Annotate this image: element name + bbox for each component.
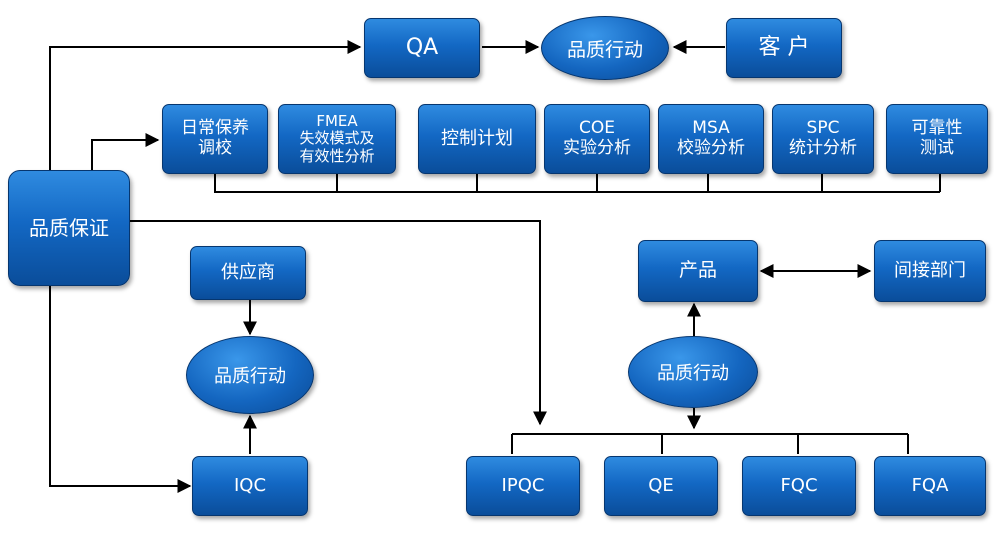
control-plan-box: 控制计划 [418,104,536,174]
fmea-line1: FMEA [316,112,358,131]
daily-maintenance-line2: 调校 [198,138,232,158]
reliability-box: 可靠性 测试 [886,104,988,174]
daily-maintenance-line1: 日常保养 [181,118,249,139]
customer-label: 客 户 [758,35,810,61]
qe-label: QE [648,474,674,496]
msa-line2: 校验分析 [677,138,745,158]
spc-line1: SPC [806,118,840,139]
arrow-qa-to-iqc [49,286,192,493]
quality-action-top-label: 品质行动 [566,38,643,61]
indirect-dept-label: 间接部门 [894,259,966,281]
fmea-line2: 失效模式及 [299,129,375,148]
coe-line1: COE [579,118,615,139]
fmea-box: FMEA 失效模式及 有效性分析 [278,104,396,174]
quality-action-left-ellipse: 品质行动 [186,336,314,414]
quality-action-right-label: 品质行动 [657,363,729,384]
ipqc-label: IPQC [501,474,545,496]
coe-box: COE 实验分析 [544,104,650,174]
fqc-box: FQC [742,456,856,516]
quality-action-left-label: 品质行动 [214,366,286,387]
qa-label: QA [405,35,439,61]
ipqc-box: IPQC [466,456,580,516]
arrow-qa-to-maintenance [91,133,160,172]
reliability-line1: 可靠性 [911,118,963,139]
control-plan-label: 控制计划 [441,127,513,149]
quality-assurance-box: 品质保证 [8,170,130,286]
supplier-box: 供应商 [190,246,306,300]
quality-assurance-label: 品质保证 [29,215,109,240]
spc-box: SPC 统计分析 [772,104,874,174]
customer-box: 客 户 [726,18,842,78]
qa-box: QA [364,18,480,78]
msa-line1: MSA [692,118,730,139]
reliability-line2: 测试 [920,138,954,158]
msa-box: MSA 校验分析 [658,104,764,174]
fqc-label: FQC [780,474,818,496]
daily-maintenance-box: 日常保养 调校 [162,104,268,174]
fmea-line3: 有效性分析 [299,146,375,165]
coe-line2: 实验分析 [563,138,631,158]
product-label: 产品 [678,259,717,282]
qe-box: QE [604,456,718,516]
iqc-box: IQC [192,456,308,516]
product-box: 产品 [638,240,758,302]
fqa-box: FQA [874,456,986,516]
arrow-qa-to-qa-box [49,40,362,172]
fqa-label: FQA [911,474,949,496]
top-row-bus [214,174,940,193]
quality-action-right-ellipse: 品质行动 [628,336,758,408]
quality-action-top-ellipse: 品质行动 [541,16,669,80]
spc-line2: 统计分析 [789,138,857,158]
arrow-qa-to-ipqc [130,220,547,426]
indirect-dept-box: 间接部门 [874,240,986,302]
supplier-label: 供应商 [221,261,275,283]
iqc-label: IQC [233,474,267,496]
